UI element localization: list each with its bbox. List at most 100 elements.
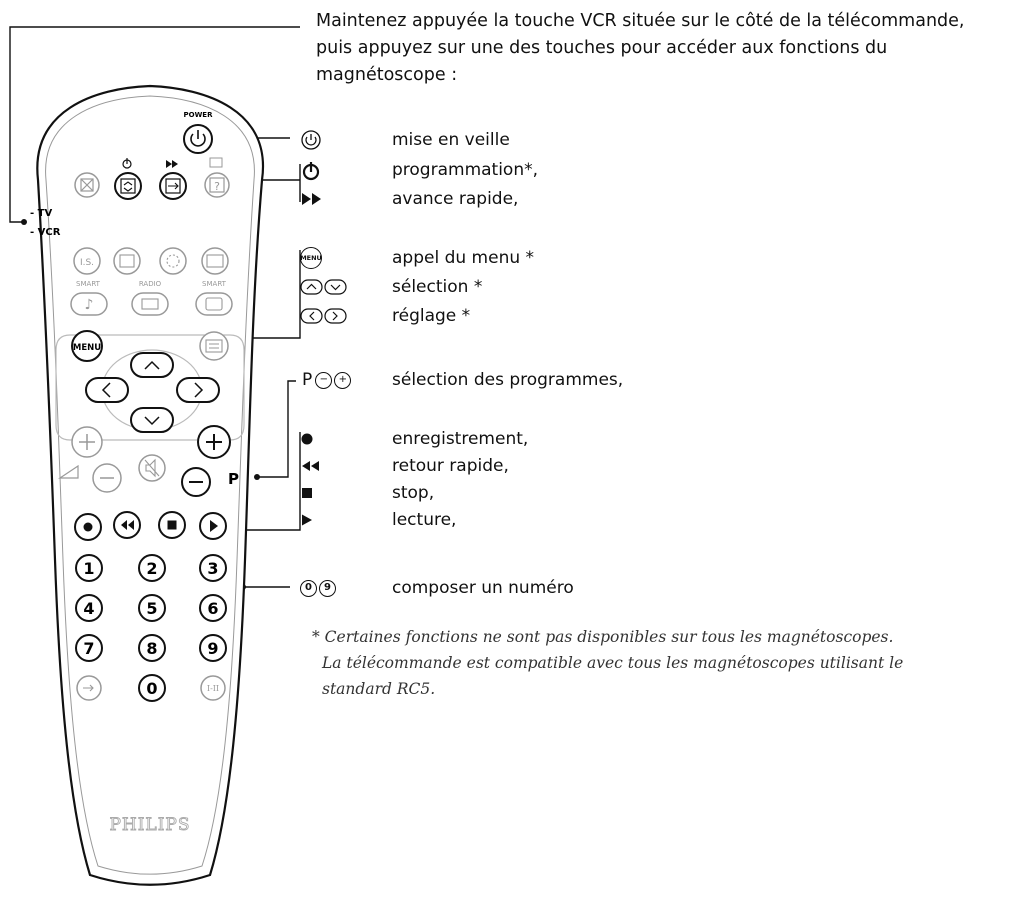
program-down-button[interactable] <box>181 467 211 497</box>
play-icon <box>210 520 218 532</box>
input-select-button[interactable] <box>76 675 102 701</box>
cursor-up-button[interactable] <box>130 352 174 378</box>
digit-5-button[interactable]: 5 <box>138 594 166 622</box>
picture-format-button[interactable] <box>201 247 229 275</box>
menu-label: MENU <box>73 343 101 353</box>
digit-1-button[interactable]: 1 <box>75 554 103 582</box>
left-right-symbol <box>300 308 392 324</box>
legend-rewind: retour rapide, <box>300 453 509 479</box>
mute-icon <box>144 458 160 478</box>
cursor-down-button[interactable] <box>130 407 174 433</box>
radio-button[interactable] <box>131 292 169 316</box>
smart-sound-button[interactable]: ♪ <box>70 292 108 316</box>
power-button[interactable] <box>183 124 213 154</box>
legend-play: lecture, <box>300 507 456 533</box>
timer-button[interactable] <box>114 158 142 200</box>
is-button[interactable]: I.S. <box>73 247 101 275</box>
up-arrow-icon <box>144 360 160 370</box>
brand-logo: PHILIPS <box>109 815 190 835</box>
digit-4-button[interactable]: 4 <box>75 594 103 622</box>
left-arrow-icon <box>101 382 111 398</box>
digit-label: 8 <box>146 639 157 658</box>
play-button[interactable] <box>199 512 227 540</box>
sleep-timer-button[interactable] <box>159 247 187 275</box>
up-down-symbol <box>300 279 392 295</box>
radio-label: RADIO <box>139 280 162 288</box>
legend-program: P −+ sélection des programmes, <box>302 367 623 393</box>
legend-text: sélection * <box>392 277 483 297</box>
teletext-button[interactable] <box>199 331 229 361</box>
teletext-cancel-button[interactable] <box>74 172 100 198</box>
digit-2-button[interactable]: 2 <box>138 554 166 582</box>
p-label: P <box>228 470 239 488</box>
volume-up-button[interactable] <box>71 426 103 458</box>
digit-8-button[interactable]: 8 <box>138 634 166 662</box>
fast-forward-symbol <box>300 191 392 207</box>
timer-icon <box>122 158 132 169</box>
rewind-button[interactable] <box>113 511 141 539</box>
digit-label: 6 <box>207 599 218 618</box>
digit-6-button[interactable]: 6 <box>199 594 227 622</box>
record-icon <box>83 522 93 532</box>
cursor-right-button[interactable] <box>176 377 220 403</box>
digit-label: 1 <box>83 559 94 578</box>
radio-icon <box>141 298 159 310</box>
music-note-icon: ♪ <box>85 297 94 313</box>
intro-line-2: puis appuyez sur une des touches pour ac… <box>316 38 888 58</box>
stop-button[interactable] <box>158 511 186 539</box>
intro-line-3: magnétoscope : <box>316 65 458 85</box>
svg-text:?: ? <box>214 180 220 193</box>
tv-switch-label: - TV <box>30 208 52 219</box>
legend-text: lecture, <box>392 510 457 530</box>
nav-cross-outline <box>55 334 245 441</box>
timer-symbol <box>300 159 392 181</box>
record-button[interactable] <box>74 513 102 541</box>
digit-0-button[interactable]: 0 <box>138 674 166 702</box>
digit-7-button[interactable]: 7 <box>75 634 103 662</box>
legend-left-right: réglage * <box>300 303 470 329</box>
footnote-line-2: La télécommande est compatible avec tous… <box>322 654 904 672</box>
digit-3-button[interactable]: 3 <box>199 554 227 582</box>
legend-up-down: sélection * <box>300 274 482 300</box>
digit-label: 4 <box>83 599 94 618</box>
legend-fast-forward: avance rapide, <box>300 186 518 212</box>
program-up-button[interactable] <box>197 425 231 459</box>
p-leader <box>257 380 296 478</box>
volume-icon <box>58 464 79 479</box>
rewind-icon <box>121 520 134 530</box>
fast-forward-button[interactable] <box>159 160 187 200</box>
smart-picture-button[interactable] <box>195 292 233 316</box>
digit-label: 3 <box>207 559 218 578</box>
legend-record: enregistrement, <box>300 426 528 452</box>
legend-timer: programmation*, <box>300 157 538 183</box>
program-symbol: P −+ <box>302 370 392 390</box>
legend-text: mise en veille <box>392 130 510 150</box>
mute-button[interactable] <box>138 454 166 482</box>
digit-label: 9 <box>207 639 218 658</box>
legend-text: enregistrement, <box>392 429 529 449</box>
vcr-switch-leader <box>9 26 300 223</box>
digit-9-button[interactable]: 9 <box>199 634 227 662</box>
fast-forward-icon <box>166 160 178 168</box>
digit-label: 2 <box>146 559 157 578</box>
format-button[interactable] <box>113 247 141 275</box>
record-symbol <box>300 432 392 446</box>
smart-right-label: SMART <box>202 280 227 288</box>
stop-icon <box>167 520 177 530</box>
rewind-symbol <box>300 459 392 473</box>
smart-left-label: SMART <box>76 280 101 288</box>
teletext-help-button[interactable]: ? <box>204 157 230 198</box>
menu-button[interactable]: MENU <box>71 330 103 362</box>
stop-symbol <box>300 486 392 500</box>
legend-text: stop, <box>392 483 435 503</box>
cursor-left-button[interactable] <box>85 377 129 403</box>
legend-text: programmation*, <box>392 160 539 180</box>
digit-keypad: 1 2 3 4 5 6 7 8 9 0 <box>75 554 227 702</box>
volume-down-button[interactable] <box>92 463 122 493</box>
transport-leader <box>243 432 301 531</box>
dual-label: I-II <box>207 684 219 693</box>
dual-sound-button[interactable]: I-II <box>200 675 226 701</box>
